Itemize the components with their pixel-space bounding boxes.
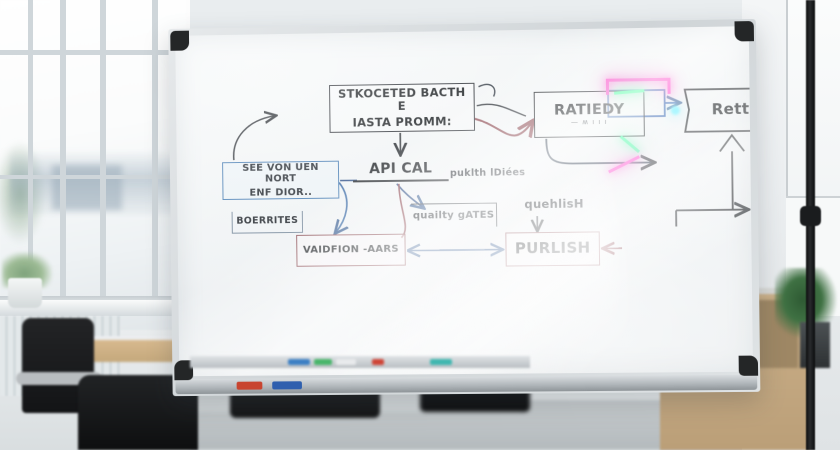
node-title-line1: STKOCETED BACTH E (338, 84, 466, 113)
window-mullion (152, 0, 158, 315)
node-note-label: BOERRITES (236, 215, 299, 227)
node-quehlish-label: quehlisH (515, 195, 594, 214)
node-blue-line1: SEE VON UEN NORT (242, 162, 319, 185)
whiteboard-surface[interactable]: STKOCETED BACTH E IASTA PROMM: SEE VON U… (175, 26, 753, 376)
marker-blue[interactable] (272, 381, 302, 390)
node-title-line2: IASTA PROMM: (352, 114, 452, 130)
node-api-text: API CAL (369, 160, 433, 178)
marker-red[interactable] (236, 381, 263, 390)
window-mullion (60, 0, 66, 305)
node-ratiedy-text: RATIEDY (553, 101, 625, 119)
desk-surface (28, 336, 208, 343)
node-validation-box[interactable]: VAIDFION -AARS (296, 233, 406, 267)
diagram-nodes: STKOCETED BACTH E IASTA PROMM: SEE VON U… (175, 26, 753, 376)
right-plant-pot (800, 322, 830, 368)
node-quality-gates[interactable]: quailty gATES (411, 202, 498, 228)
marker-white-low[interactable] (336, 359, 356, 365)
window-mullion (0, 50, 190, 55)
node-blue-box[interactable]: SEE VON UEN NORT ENF DIOR.. (222, 160, 340, 201)
node-gates-text: quailty gATES (412, 209, 495, 222)
node-publish-ideas-label: puklth lDiées (442, 164, 532, 183)
frame-corner-cap (738, 355, 759, 376)
window-mullion (0, 175, 190, 179)
node-publish-box[interactable]: PURLISH (505, 231, 601, 267)
window-sill (0, 300, 192, 316)
pole-knob (800, 206, 821, 226)
whiteboard-frame: STKOCETED BACTH E IASTA PROMM: SEE VON U… (168, 19, 760, 396)
node-ratiedy-box[interactable]: RATIEDY — ʍ ı ı ı (533, 90, 645, 138)
marker-tray[interactable] (175, 374, 758, 395)
node-api-label[interactable]: API CAL (352, 157, 449, 183)
marker-blue-low[interactable] (288, 359, 310, 365)
window-mullion (100, 0, 106, 310)
node-quehlish-text: quehlisH (524, 196, 584, 212)
node-retty-box[interactable]: Retty (695, 88, 753, 131)
node-validation-text: VAIDFION -AARS (302, 243, 399, 257)
node-publish-text: PURLISH (514, 238, 591, 258)
window-mullion (28, 0, 33, 300)
node-publish-ideas-text: puklth lDiées (449, 167, 526, 180)
frame-corner-cap (170, 30, 190, 51)
marker-green-low[interactable] (314, 359, 332, 365)
node-retty-text: Retty (711, 99, 754, 119)
node-blue-line2: ENF DIOR.. (249, 186, 313, 199)
frame-corner-cap (734, 21, 755, 42)
lower-ledge (190, 356, 530, 368)
marker-teal-low[interactable] (430, 359, 452, 365)
potted-plant-pot (8, 278, 42, 308)
node-note-box[interactable]: BOERRITES (231, 210, 304, 234)
node-ratiedy-sub: — ʍ ı ı ı (570, 118, 608, 127)
marker-red-low[interactable] (372, 359, 384, 365)
node-title-box[interactable]: STKOCETED BACTH E IASTA PROMM: (329, 82, 476, 133)
